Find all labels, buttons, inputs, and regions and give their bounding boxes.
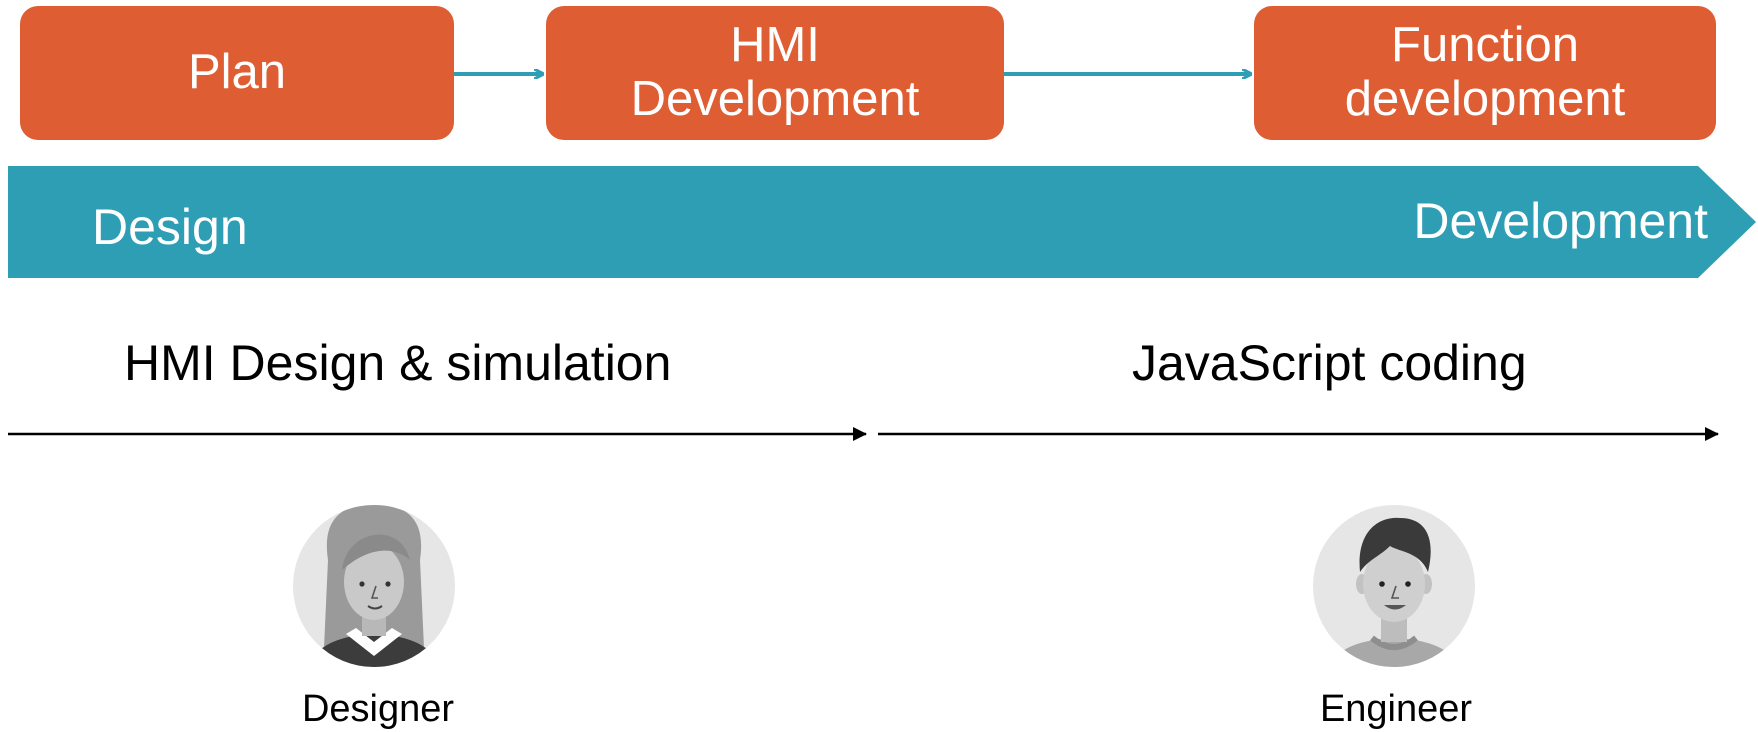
stage-plan: Plan <box>20 6 454 140</box>
engineer-avatar-icon <box>1313 505 1475 667</box>
activity-hmi-design: HMI Design & simulation <box>124 335 672 391</box>
role-designer-label: Designer <box>301 688 455 730</box>
activity-javascript-coding: JavaScript coding <box>1132 335 1527 391</box>
stage-plan-label: Plan <box>187 45 287 100</box>
designer-avatar-icon <box>293 505 455 667</box>
phase-banner-arrow <box>8 166 1756 278</box>
stage-hmi-development-label: HMI Development <box>630 18 920 126</box>
stage-function-development-label: Function development <box>1344 18 1626 126</box>
stage-hmi-development: HMI Development <box>546 6 1004 140</box>
banner-design-label: Design <box>92 199 248 255</box>
stage-function-development: Function development <box>1254 6 1716 140</box>
role-engineer-label: Engineer <box>1319 688 1473 730</box>
banner-development-label: Development <box>1413 193 1708 249</box>
